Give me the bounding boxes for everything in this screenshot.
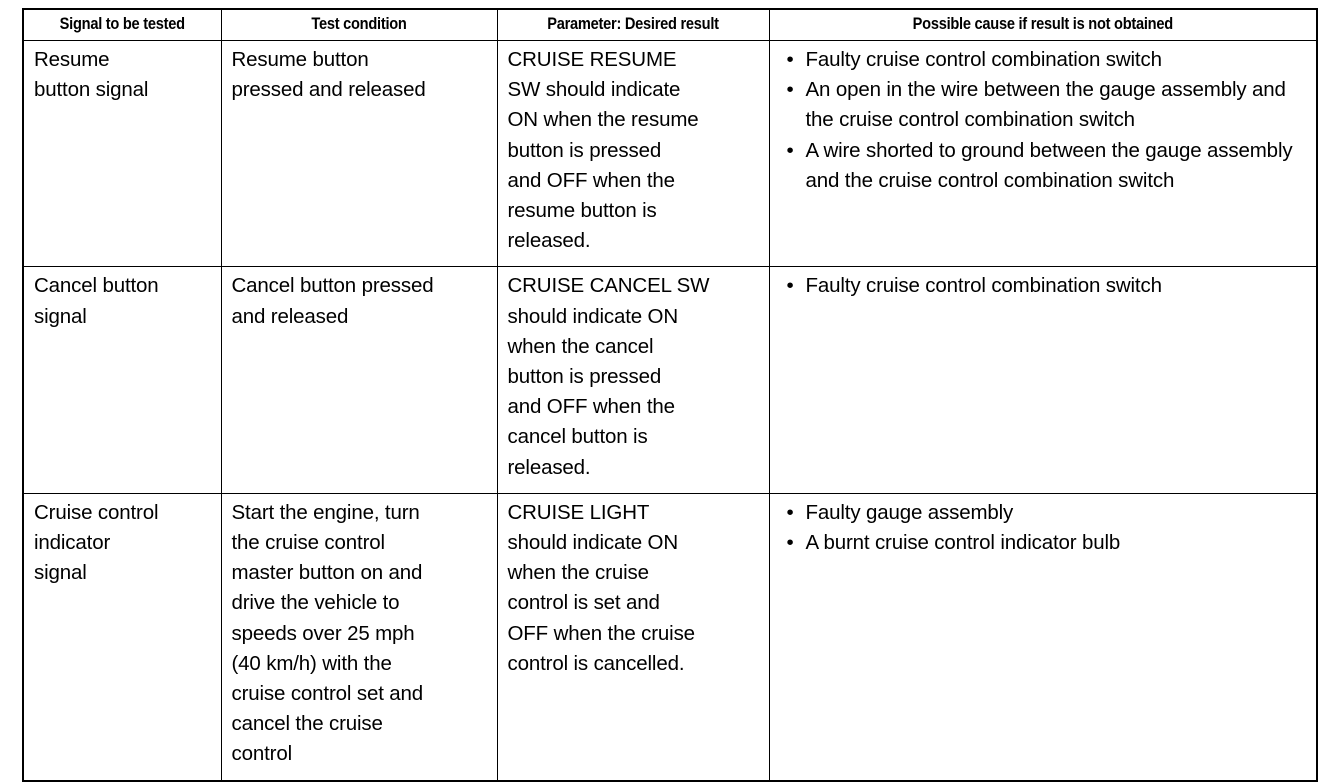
list-item: • An open in the wire between the gauge … bbox=[784, 75, 1309, 135]
column-header-parameter: Parameter: Desired result bbox=[515, 8, 751, 41]
bullet-icon: • bbox=[786, 48, 794, 71]
bullet-icon: • bbox=[786, 138, 794, 162]
cause-list: • Faulty gauge assembly • A burnt cruise… bbox=[784, 498, 1309, 558]
cell-possible-cause: • Faulty gauge assembly • A burnt cruise… bbox=[768, 493, 1318, 782]
parameter-text: CRUISE CANCEL SW should indicate ON when… bbox=[507, 274, 710, 479]
cell-test-condition: Resume button pressed and released bbox=[220, 40, 498, 268]
test-condition-text: Cancel button pressed and released bbox=[231, 274, 434, 328]
cell-test-condition: Start the engine, turn the cruise contro… bbox=[220, 493, 498, 782]
test-condition-text: Resume button pressed and released bbox=[231, 48, 426, 102]
cell-possible-cause: • Faulty cruise control combination swit… bbox=[768, 266, 1318, 494]
cause-text: An open in the wire between the gauge as… bbox=[805, 78, 1286, 132]
column-header-possible-cause: Possible cause if result is not obtained bbox=[806, 8, 1280, 41]
parameter-text: CRUISE RESUME SW should indicate ON when… bbox=[507, 48, 699, 253]
list-item: • Faulty cruise control combination swit… bbox=[784, 271, 1309, 301]
bullet-icon: • bbox=[786, 78, 794, 102]
signal-text: Cancel button signal bbox=[34, 274, 159, 328]
bullet-icon: • bbox=[786, 500, 794, 524]
list-item: • A burnt cruise control indicator bulb bbox=[784, 528, 1309, 558]
document-page: Signal to be tested Test condition Param… bbox=[22, 8, 1318, 782]
cause-text: A burnt cruise control indicator bulb bbox=[805, 531, 1121, 555]
list-item: • Faulty gauge assembly bbox=[784, 498, 1309, 528]
table-header-row: Signal to be tested Test condition Param… bbox=[23, 8, 1317, 41]
test-condition-text: Start the engine, turn the cruise contro… bbox=[231, 500, 424, 766]
cause-list: • Faulty cruise control combination swit… bbox=[784, 271, 1309, 301]
list-item: • A wire shorted to ground between the g… bbox=[784, 136, 1309, 196]
diagnostic-table: Signal to be tested Test condition Param… bbox=[22, 8, 1318, 782]
cause-text: Faulty cruise control combination switch bbox=[805, 48, 1162, 71]
table-row: Cancel button signal Cancel button press… bbox=[22, 266, 1318, 494]
list-item: • Faulty cruise control combination swit… bbox=[784, 45, 1309, 75]
cause-text: Faulty cruise control combination switch bbox=[805, 274, 1162, 298]
cell-test-condition: Cancel button pressed and released bbox=[220, 266, 498, 494]
cell-parameter: CRUISE RESUME SW should indicate ON when… bbox=[496, 40, 770, 268]
table-body: Resume button signal Resume button press… bbox=[22, 40, 1318, 782]
cause-list: • Faulty cruise control combination swit… bbox=[784, 45, 1309, 196]
bullet-icon: • bbox=[786, 274, 794, 298]
cell-signal: Cancel button signal bbox=[22, 266, 222, 494]
bullet-icon: • bbox=[786, 531, 794, 555]
cell-signal: Cruise control indicator signal bbox=[22, 493, 222, 782]
parameter-text: CRUISE LIGHT should indicate ON when the… bbox=[507, 500, 696, 675]
column-header-signal: Signal to be tested bbox=[36, 8, 208, 41]
signal-text: Resume button signal bbox=[34, 48, 149, 102]
cause-text: Faulty gauge assembly bbox=[805, 500, 1014, 524]
column-header-test-condition: Test condition bbox=[239, 8, 479, 41]
cause-text: A wire shorted to ground between the gau… bbox=[805, 138, 1293, 192]
table-header: Signal to be tested Test condition Param… bbox=[23, 8, 1317, 41]
cell-parameter: CRUISE LIGHT should indicate ON when the… bbox=[496, 493, 770, 782]
cell-signal: Resume button signal bbox=[22, 40, 222, 268]
cell-parameter: CRUISE CANCEL SW should indicate ON when… bbox=[496, 266, 770, 494]
signal-text: Cruise control indicator signal bbox=[34, 500, 159, 585]
table-row: Resume button signal Resume button press… bbox=[22, 40, 1318, 268]
table-row: Cruise control indicator signal Start th… bbox=[22, 493, 1318, 782]
cell-possible-cause: • Faulty cruise control combination swit… bbox=[768, 40, 1318, 268]
